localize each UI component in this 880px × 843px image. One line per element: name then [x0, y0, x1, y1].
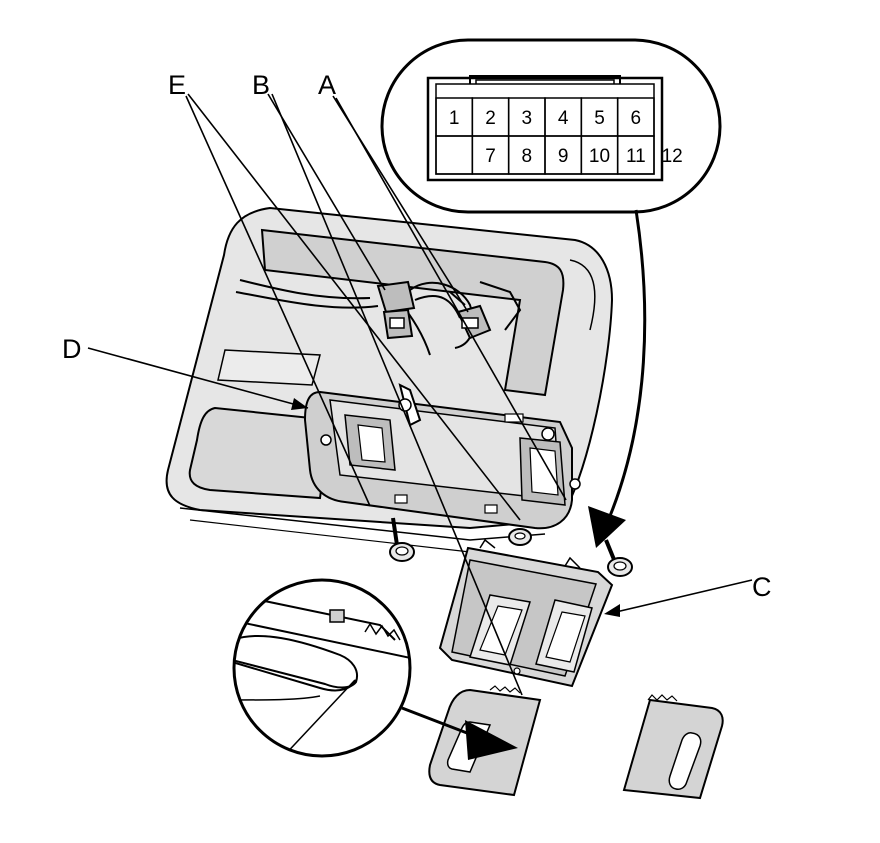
pin-number-label: 11: [626, 146, 646, 167]
connector-b-body: [376, 280, 416, 340]
pin-cell: [616, 135, 655, 175]
pin-number-label: 5: [594, 108, 605, 129]
arrow-head-icon: [588, 506, 626, 548]
callout-a: A: [318, 70, 336, 100]
nut-center: [508, 528, 532, 546]
magnified-detail-view: [232, 578, 518, 760]
leader-arrowheads: [291, 398, 620, 617]
callout-c: C: [752, 572, 772, 602]
connector-a-body: [456, 304, 492, 340]
pin-number-label: 10: [589, 146, 610, 167]
lens-cover-right: [622, 694, 724, 800]
callout-b: B: [252, 70, 270, 100]
callout-e: E: [168, 70, 186, 100]
arrow-head-icon: [465, 720, 518, 760]
mounting-bracket-d: [303, 383, 581, 530]
callout-d: D: [62, 334, 82, 364]
leader-lines: [87, 93, 753, 696]
pin-number-label: 4: [558, 108, 569, 129]
pin-number-label: 6: [631, 108, 642, 129]
pin-number-label: 7: [485, 146, 496, 167]
pin-number-label: 2: [485, 108, 496, 129]
connector-face: [426, 75, 664, 182]
pin-number-label: 3: [522, 108, 533, 129]
switch-panel-c: [438, 538, 614, 688]
pin-number-label: 12: [662, 146, 683, 167]
pin-number-label: 9: [558, 146, 569, 167]
pin-number-label: 1: [449, 108, 460, 129]
screw-left: [389, 517, 415, 562]
screw-right: [604, 539, 633, 577]
pin-number-label: 8: [522, 146, 533, 167]
connector-detail-balloon: [380, 38, 722, 548]
